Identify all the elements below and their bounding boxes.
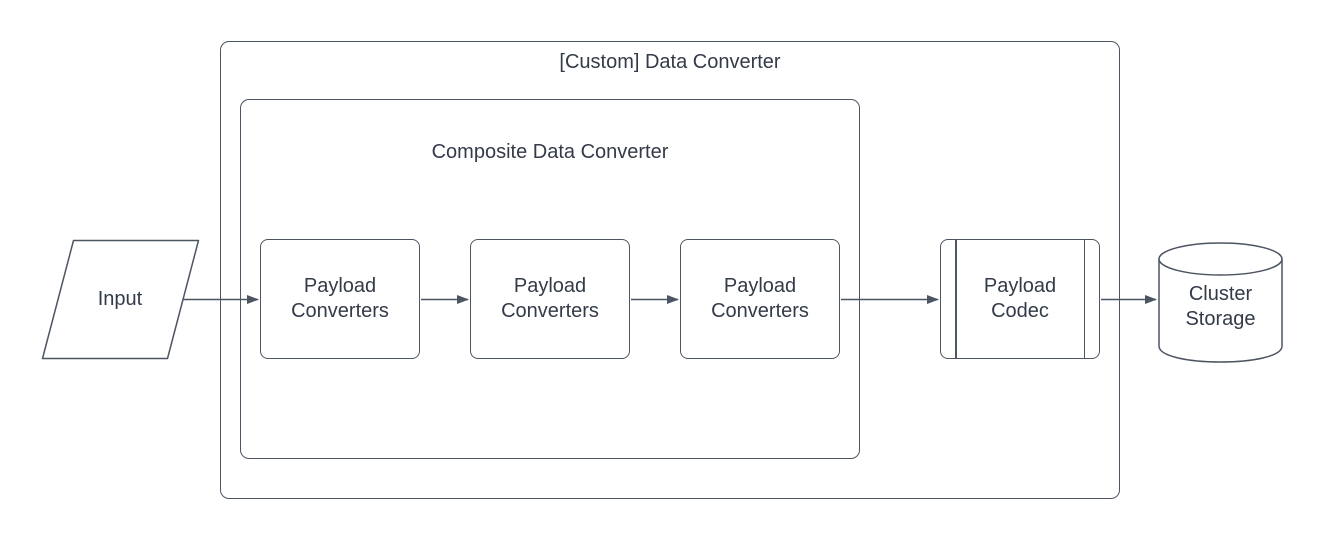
custom-data-converter-container bbox=[220, 41, 1120, 499]
payload-codec-label: Payload Codec bbox=[983, 275, 1057, 322]
cylinder-top-ellipse bbox=[1158, 242, 1283, 276]
payload-converters-1-label: Payload Converters bbox=[291, 275, 389, 322]
cluster-storage-cylinder-shape bbox=[1158, 242, 1283, 363]
input-parallelogram-shape bbox=[41, 239, 200, 360]
codec-right-bar bbox=[1083, 240, 1085, 358]
payload-converters-3-label: Payload Converters bbox=[711, 275, 809, 322]
cluster-storage-node: Cluster Storage bbox=[1159, 252, 1282, 362]
codec-left-bar bbox=[955, 240, 957, 358]
custom-data-converter-title: [Custom] Data Converter bbox=[559, 51, 781, 73]
payload-converters-box-1: Payload Converters bbox=[260, 239, 420, 359]
input-node-label: Input bbox=[97, 288, 143, 310]
composite-data-converter-title: Composite Data Converter bbox=[431, 141, 669, 163]
payload-converters-2-label: Payload Converters bbox=[501, 275, 599, 322]
cluster-storage-label: Cluster Storage bbox=[1185, 283, 1256, 330]
payload-converters-box-3: Payload Converters bbox=[680, 239, 840, 359]
composite-data-converter-container bbox=[240, 99, 860, 459]
payload-codec-box: Payload Codec bbox=[940, 239, 1100, 359]
payload-converters-box-2: Payload Converters bbox=[470, 239, 630, 359]
cylinder-body bbox=[1158, 259, 1283, 363]
